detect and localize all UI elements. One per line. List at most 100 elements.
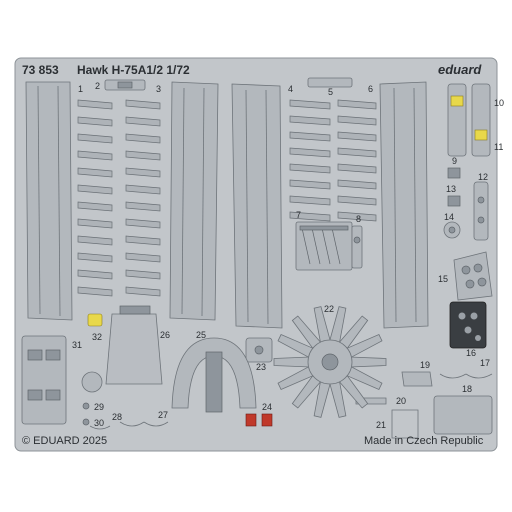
rib [337,131,377,142]
part-30 [82,418,90,426]
part-20 [391,409,419,439]
part-number-32: 32 [92,332,102,342]
rib [289,147,331,158]
rib [125,150,161,161]
part-number-25: 25 [196,330,206,340]
cylinder-blade [349,356,387,368]
catalog-number: 73 853 [22,63,59,77]
brand-logo: eduard [438,62,482,77]
part-9 [447,167,461,179]
rib [125,235,161,246]
rib [125,201,161,212]
rib [337,179,377,190]
part-18 [433,395,493,435]
part-28 [89,425,111,430]
part-number-30: 30 [94,418,104,428]
part-12 [473,181,489,241]
rib [337,211,377,222]
rib [77,150,113,161]
part-number-14: 14 [444,212,454,222]
origin: Made in Czech Republic [364,435,484,447]
part-number-19: 19 [420,360,430,370]
part-number-2: 2 [95,81,100,91]
copyright: © EDUARD 2025 [22,435,107,447]
part-27 [119,421,169,427]
rib [289,131,331,142]
part-14-gauge [443,221,461,239]
rib [125,252,161,263]
part-number-6: 6 [368,84,373,94]
part-number-31: 31 [72,340,82,350]
part-11-belts [471,83,491,157]
part-7-radiator [295,221,353,271]
rib [289,115,331,126]
rib [289,163,331,174]
part-31 [21,335,67,425]
part-25-frame [171,337,257,413]
part-23 [245,337,273,363]
cylinder-blade [273,356,311,368]
kit-title: Hawk H-75A1/2 1/72 [77,63,190,77]
rib [125,133,161,144]
rib [125,184,161,195]
part-number-23: 23 [256,362,266,372]
part-number-16: 16 [466,348,476,358]
part-number-24: 24 [262,402,272,412]
engine-center [321,353,339,371]
rib [337,195,377,206]
rib [125,167,161,178]
rib [77,252,113,263]
rib [125,99,161,110]
part-number-11: 11 [494,142,503,152]
rib [125,218,161,229]
rib [77,235,113,246]
part-number-13: 13 [446,184,456,194]
rib [125,116,161,127]
rib [77,286,113,297]
part-24-buckles [245,413,273,427]
part-number-29: 29 [94,402,104,412]
rib [77,133,113,144]
rib [77,116,113,127]
part-number-20: 20 [396,396,406,406]
part-29 [82,402,90,410]
part-number-28: 28 [112,412,122,422]
rib [125,286,161,297]
rib [77,218,113,229]
part-number-5: 5 [328,87,333,97]
part-5 [307,77,353,88]
part-15-instrument-panel [453,251,493,301]
rib [77,269,113,280]
part-number-1: 1 [78,84,83,94]
part-16-panel [449,301,487,349]
part-number-4: 4 [288,84,293,94]
part-number-9: 9 [452,156,457,166]
rib [337,115,377,126]
rib-strip-right [289,99,377,222]
part-26-seat [105,305,163,385]
part-17 [439,373,493,379]
part-1-flap [25,81,73,321]
part-3-flap [169,81,219,321]
part-number-17: 17 [480,358,490,368]
part-number-8: 8 [356,214,361,224]
part-4-flap [231,83,283,329]
part-number-21: 21 [376,420,386,430]
part-14-ring-left [81,371,103,393]
part-22-engine-star [273,306,387,418]
part-number-12: 12 [478,172,488,182]
part-10-belts [447,83,467,157]
rib [289,211,331,222]
part-number-10: 10 [494,98,504,108]
part-8 [351,225,363,269]
part-number-26: 26 [160,330,170,340]
rib [337,163,377,174]
rib [125,269,161,280]
part-number-27: 27 [158,410,168,420]
rib [337,147,377,158]
part-number-3: 3 [156,84,161,94]
rib [77,167,113,178]
part-number-15: 15 [438,274,448,284]
